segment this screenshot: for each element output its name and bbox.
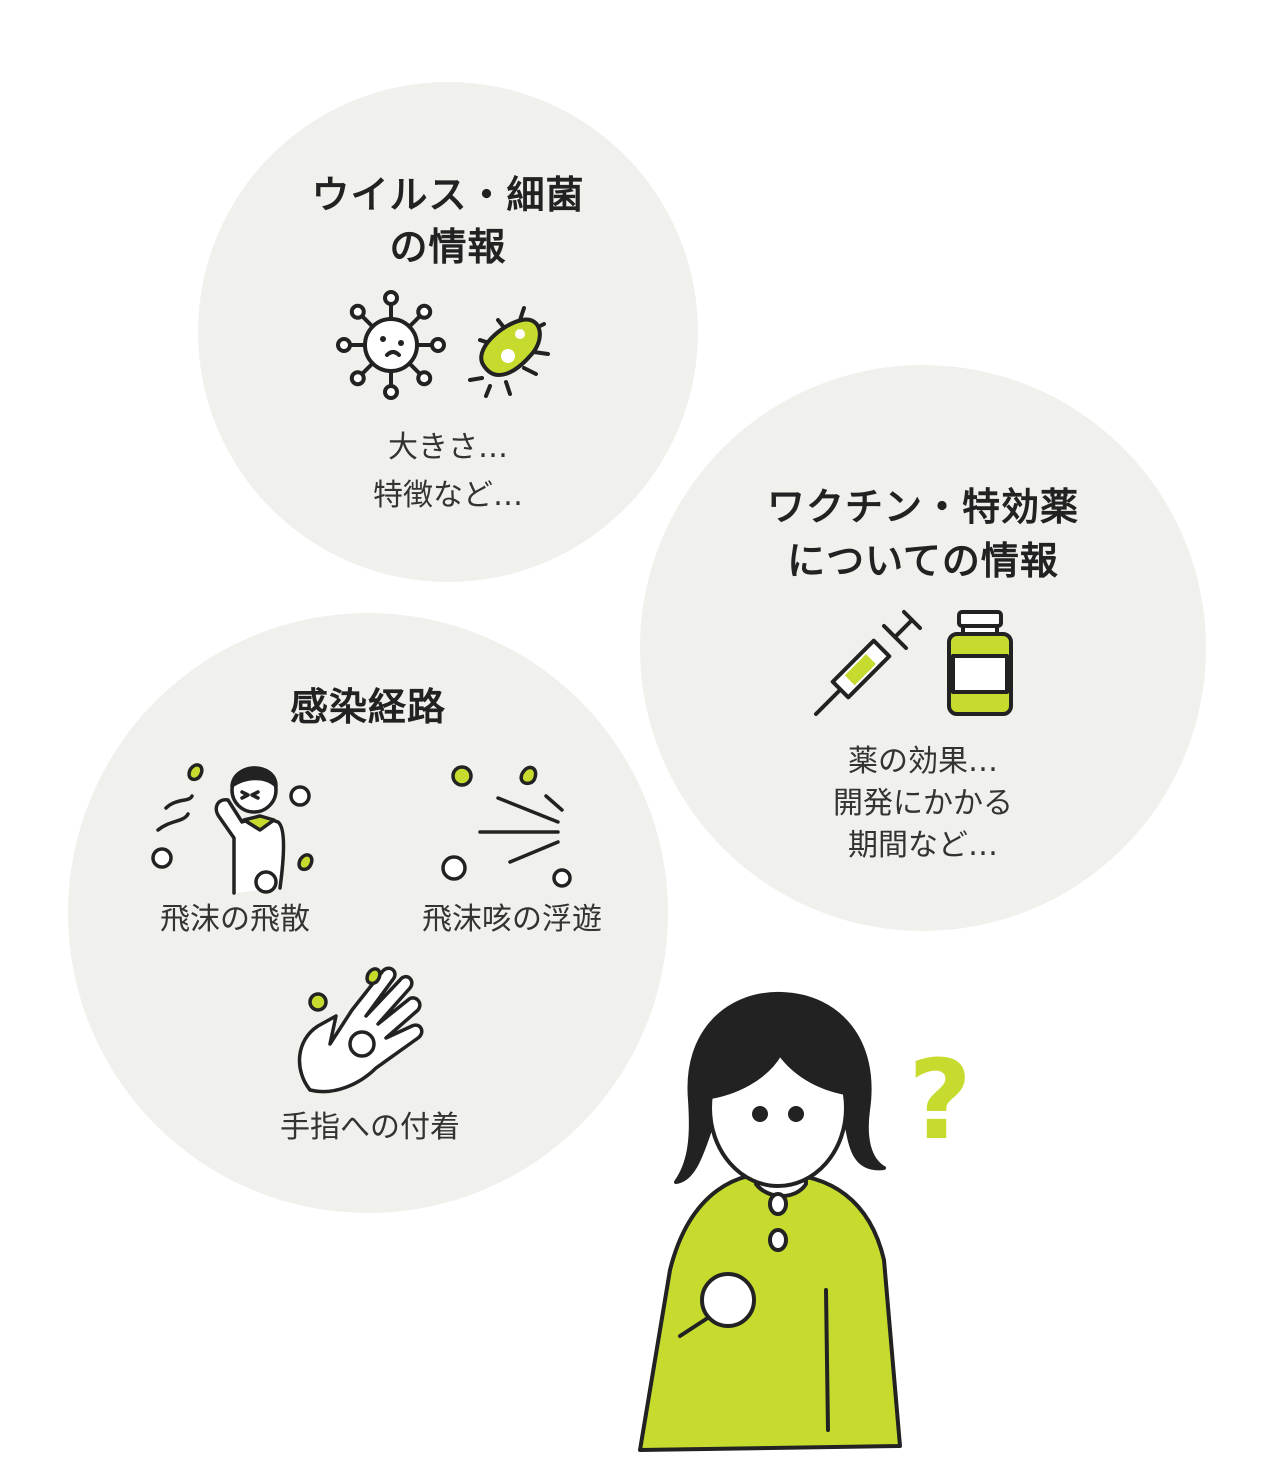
infection-route-bubble: [68, 613, 668, 1213]
route-label-airborne: 飛沫咳の浮遊: [422, 902, 602, 937]
virus-info-title-line1: ウイルス・細菌: [311, 173, 585, 217]
vaccine-info-bubble: [640, 365, 1206, 931]
syringe-icon: [814, 610, 922, 716]
virus-info-title-line2: の情報: [389, 225, 507, 269]
vaccine-info-desc-line2: 開発にかかる: [833, 786, 1013, 821]
wondering-woman-icon: [638, 991, 902, 1452]
sneezing-person-icon: [151, 763, 314, 895]
route-label-hand-contact: 手指への付着: [280, 1110, 460, 1145]
medicine-bottle-icon: [947, 610, 1013, 716]
contaminated-hand-icon: [297, 966, 424, 1094]
vaccine-info-title-line2: についての情報: [787, 539, 1059, 583]
route-label-droplet-spray: 飛沫の飛散: [160, 902, 310, 937]
virus-icon: [336, 290, 446, 400]
virus-info-desc-line2: 特徴など…: [373, 478, 523, 513]
virus-info-bubble: [198, 82, 698, 582]
infection-route-title: 感染経路: [289, 685, 446, 729]
vaccine-info-desc-line1: 薬の効果…: [848, 744, 998, 779]
vaccine-info-desc-line3: 期間など…: [848, 828, 998, 863]
question-mark: ?: [908, 1036, 972, 1164]
bacteria-icon: [468, 306, 550, 398]
vaccine-info-title-line1: ワクチン・特効薬: [766, 485, 1079, 529]
airborne-droplets-icon: [441, 765, 572, 888]
virus-info-desc-line1: 大きさ…: [388, 430, 508, 465]
